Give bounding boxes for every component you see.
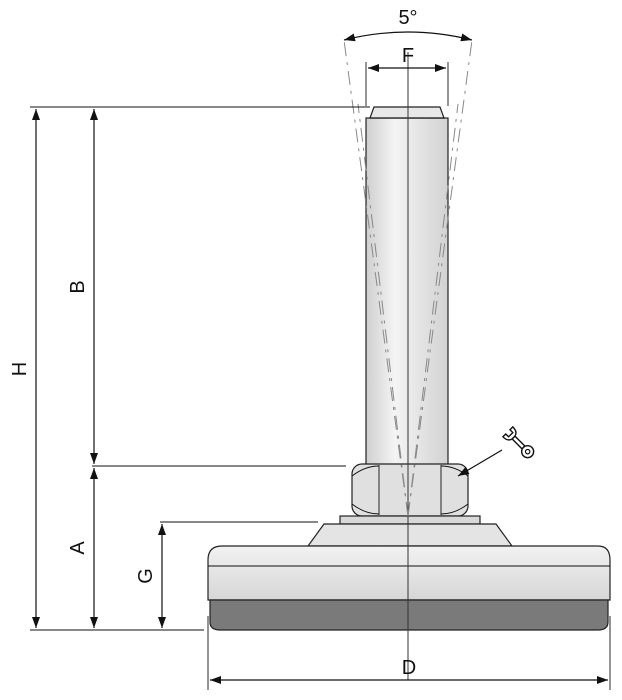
a-label: A <box>67 541 89 555</box>
base-plate <box>207 545 611 601</box>
tilt-line-left <box>357 103 409 517</box>
a-dimension: A <box>67 468 98 628</box>
d-dimension: D <box>207 616 611 690</box>
washer <box>339 515 481 525</box>
rubber-pad <box>209 599 609 631</box>
wrench-icon <box>501 425 535 459</box>
rod-top-chamfer <box>369 106 445 119</box>
base-cone <box>306 523 514 547</box>
f-label: F <box>402 45 414 67</box>
g-label: G <box>135 568 157 584</box>
g-dimension: G <box>135 524 166 628</box>
swivel-line-right <box>407 39 473 517</box>
d-label: D <box>402 657 416 679</box>
hex-nut <box>351 463 469 517</box>
tilt-line-right <box>407 103 459 517</box>
b-label: B <box>67 280 89 293</box>
threaded-rod <box>365 117 449 467</box>
swivel-line-left <box>343 39 409 517</box>
angle-dimension: 5° <box>343 7 473 42</box>
extension-lines <box>30 106 370 631</box>
angle-arc <box>343 31 473 42</box>
b-dimension: B <box>67 109 98 464</box>
h-label: H <box>9 362 31 376</box>
h-dimension: H <box>9 109 40 628</box>
wrench-callout <box>457 425 535 477</box>
centerline-group <box>343 39 473 680</box>
leveling-foot <box>207 106 611 631</box>
angle-label: 5° <box>398 7 417 29</box>
f-dimension: F <box>365 45 449 106</box>
